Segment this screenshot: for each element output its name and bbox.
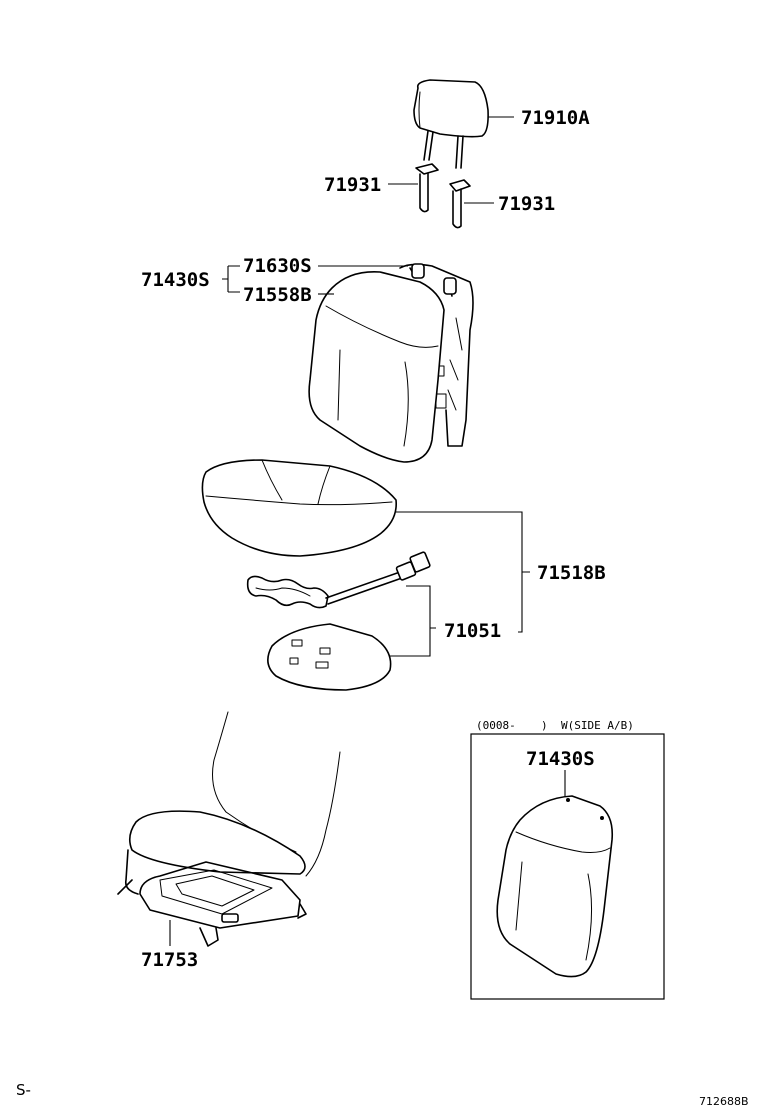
label-back-assembly: 71430S xyxy=(141,269,210,291)
footer-prefix: S- xyxy=(16,1081,31,1099)
inset-header-close: ) xyxy=(541,719,548,732)
label-headrest: 71910A xyxy=(521,107,590,129)
label-headrest-support-left: 71931 xyxy=(324,174,381,196)
label-heater: 71051 xyxy=(444,620,501,642)
headrest-support-left-drawing xyxy=(415,163,439,213)
seatback-frame-drawing xyxy=(399,263,474,447)
label-back-pad: 71630S xyxy=(243,255,312,277)
headrest-support-right-drawing xyxy=(449,179,471,229)
bracket-71430S xyxy=(222,265,240,293)
leader-71051 xyxy=(390,585,436,657)
label-cushion-frame: 71753 xyxy=(141,949,198,971)
inset-panel xyxy=(470,733,665,1000)
footer-diagram-id: 712688B xyxy=(699,1095,749,1108)
leader-71518B xyxy=(396,511,530,633)
inset-part-label: 71430S xyxy=(526,748,595,770)
headrest-drawing xyxy=(413,79,489,169)
seat-heater-pad-drawing xyxy=(267,623,392,691)
seat-cushion-drawing xyxy=(201,459,397,557)
label-headrest-support-right: 71931 xyxy=(498,193,555,215)
inset-header-code: (0008- xyxy=(476,719,516,732)
label-back-cover: 71558B xyxy=(243,284,312,306)
label-cushion-cover: 71518B xyxy=(537,562,606,584)
seatback-cushion-drawing xyxy=(308,271,445,463)
inset-header-condition: W(SIDE A/B) xyxy=(561,719,634,732)
seat-assembly-drawing xyxy=(117,711,341,947)
seat-heater-drawing xyxy=(246,551,431,609)
